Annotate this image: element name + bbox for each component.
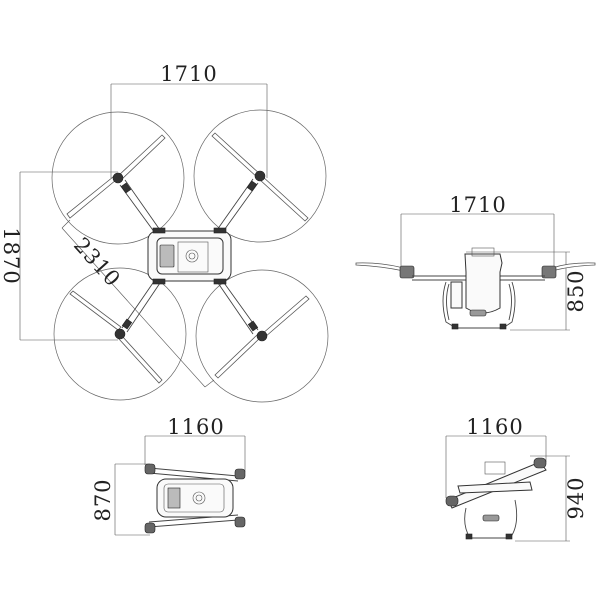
- drone-body-top: [147, 227, 232, 285]
- front-view-unfolded: 1710 850: [355, 193, 596, 331]
- label-width-folded-side: 1160: [466, 415, 523, 439]
- label-diagonal-top: 2310: [69, 233, 125, 292]
- label-height-top: 1870: [0, 227, 23, 284]
- propeller-disc-rear-left: [53, 267, 187, 401]
- propeller-left-front: [355, 262, 405, 272]
- dimension-height-folded-top: 870: [91, 463, 150, 536]
- dimension-width-folded-top: 1160: [144, 415, 246, 472]
- drone-body-folded-top: [156, 478, 234, 518]
- dimension-height-top: 1870: [0, 171, 118, 341]
- top-view-folded: 1160 870: [91, 415, 246, 536]
- top-view-unfolded: 1710 1870 2310: [0, 62, 329, 403]
- label-height-front: 850: [564, 269, 588, 312]
- motor-hubs-top: [112, 170, 268, 342]
- side-view-folded: 1160 940: [445, 415, 588, 542]
- drone-body-front: [442, 247, 516, 330]
- label-height-folded-side: 940: [564, 476, 588, 519]
- propeller-disc-front-right: [193, 109, 327, 243]
- label-width-top: 1710: [160, 62, 217, 86]
- propeller-disc-rear-right: [195, 269, 329, 403]
- label-width-front: 1710: [449, 193, 506, 217]
- dimension-height-folded-side: 940: [515, 455, 588, 542]
- propeller-disc-front-left: [51, 111, 185, 245]
- dimension-width-folded-side: 1160: [445, 415, 547, 498]
- label-width-folded-top: 1160: [167, 415, 224, 439]
- label-height-folded-top: 870: [91, 478, 115, 521]
- dimension-width-front: 1710: [400, 193, 555, 268]
- dimension-width-top: 1710: [110, 62, 268, 178]
